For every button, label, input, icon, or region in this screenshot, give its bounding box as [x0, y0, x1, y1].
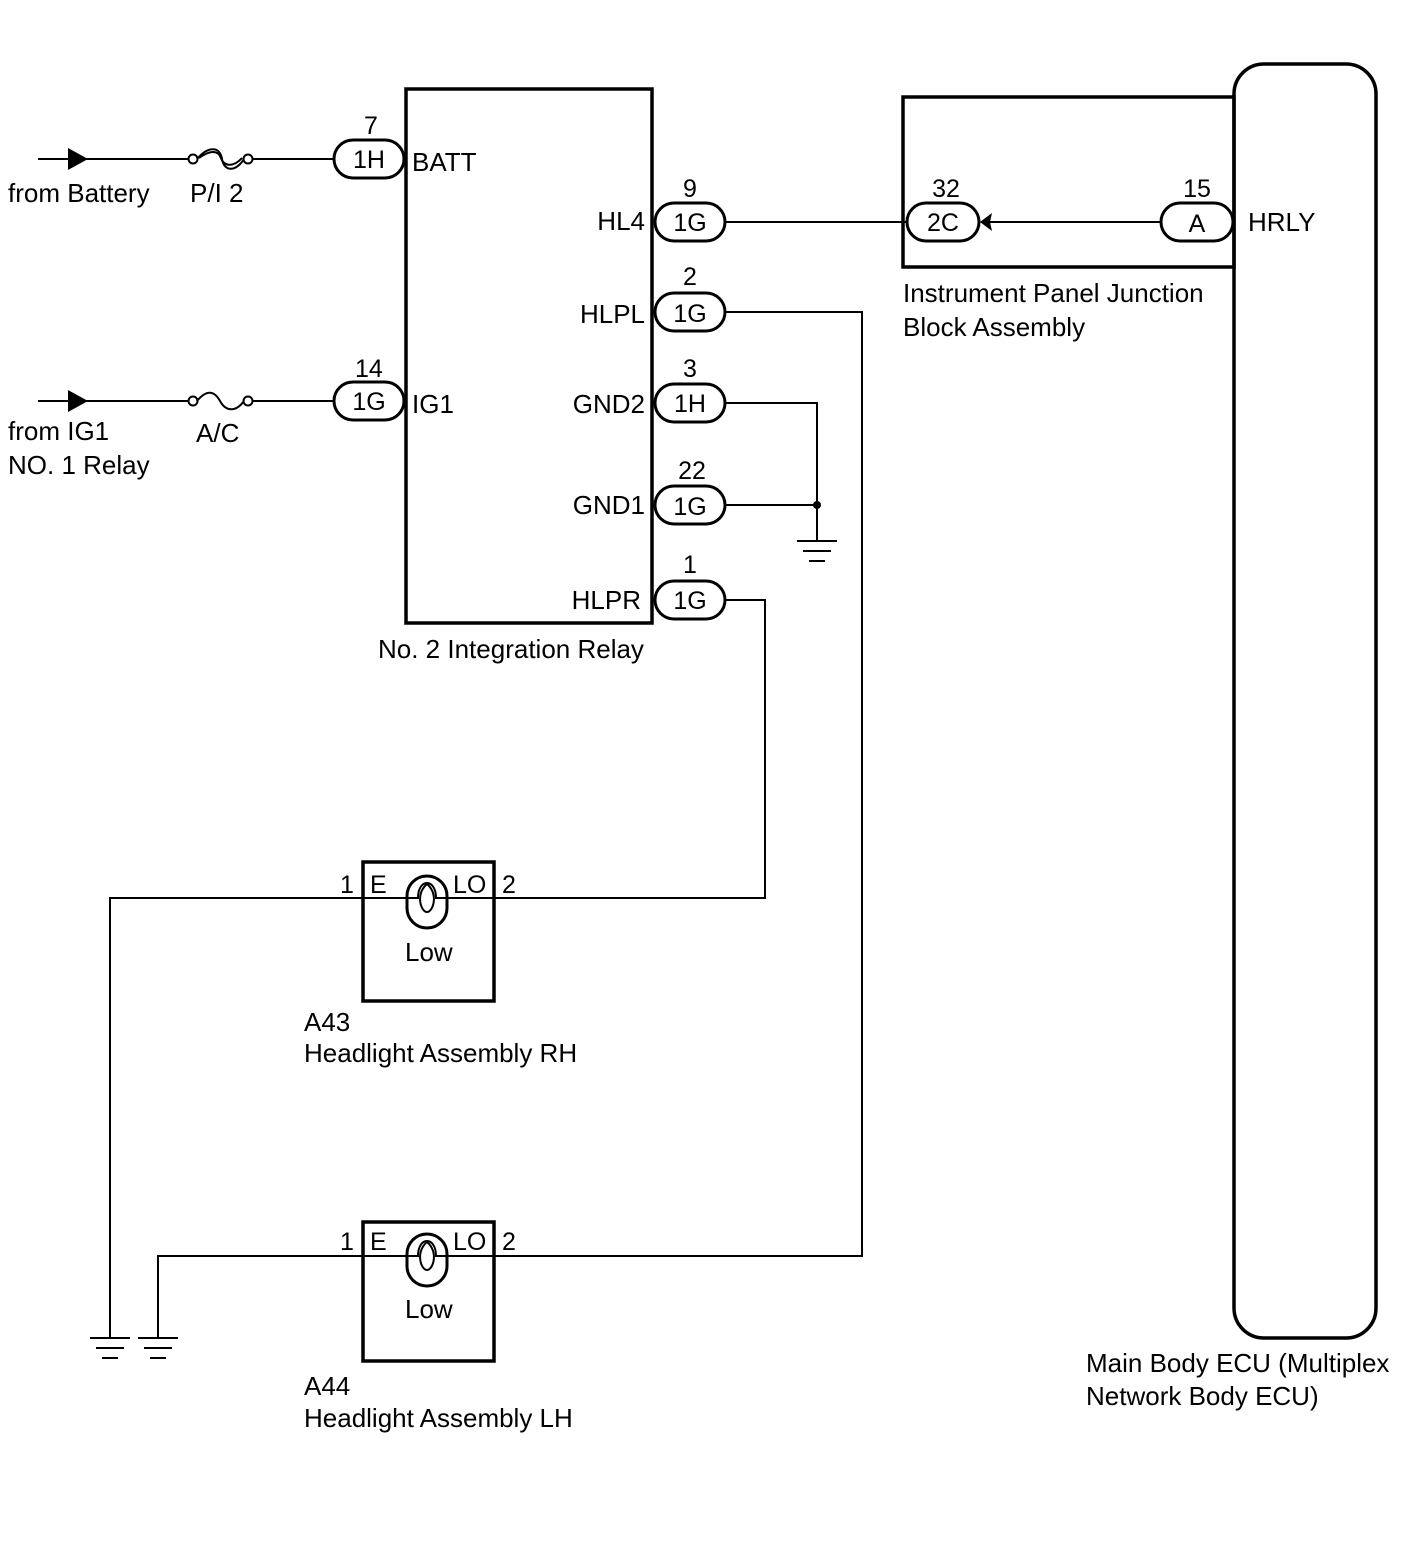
headlight-lh: 1 E LO 2 Low A44 Headlight Assembly LH: [138, 1220, 573, 1433]
headlight-lh-bulb-label: Low: [405, 1294, 453, 1324]
connector-hlpl-label: 1G: [673, 300, 706, 328]
junction-pin-number: 32: [932, 175, 960, 203]
pin-batt-label: BATT: [412, 147, 477, 177]
ecu-pin-number: 15: [1183, 175, 1211, 203]
headlight-lh-box: [361, 1220, 496, 1363]
ground-icon: [90, 1337, 130, 1359]
headlight-lh-code: A44: [304, 1371, 350, 1401]
pin-gnd1-label: GND1: [573, 490, 645, 520]
connector-a-label: A: [1189, 210, 1206, 238]
relay-wires: [494, 221, 906, 1257]
headlight-lh-pin-lo-number: 2: [502, 1228, 516, 1256]
main-body-ecu: 15 A HRLY Main Body ECU (Multiplex Netwo…: [1086, 62, 1389, 1411]
junction-block-name-2: Block Assembly: [903, 312, 1085, 342]
connector-2c: [905, 201, 981, 243]
fuse-ac-terminal-right: [242, 395, 254, 407]
fuse-pi2-terminal-left: [187, 153, 199, 165]
battery-source-label: from Battery: [8, 178, 150, 208]
headlight-rh-pin-e-label: E: [370, 871, 387, 899]
headlight-lh-pin-e-label: E: [370, 1228, 387, 1256]
headlight-rh-bulb-label: Low: [405, 937, 453, 967]
headlight-rh-code: A43: [304, 1007, 350, 1037]
battery-feed: from Battery P/I 2: [8, 148, 336, 208]
connector-arrow-icon: [980, 213, 992, 231]
connector-batt-label: 1H: [353, 146, 385, 174]
pin-ig1-label: IG1: [412, 389, 454, 419]
headlight-rh-pin-lo-number: 2: [502, 871, 516, 899]
connector-hlpr-label: 1G: [673, 587, 706, 615]
connector-2c-label: 2C: [927, 209, 959, 237]
wire-hlpl: [494, 311, 863, 1257]
pin-gnd1-number: 22: [678, 457, 706, 485]
pin-hl4-label: HL4: [597, 206, 645, 236]
pin-gnd2-label: GND2: [573, 389, 645, 419]
headlight-rh-box: [361, 860, 496, 1003]
pin-hlpr-number: 1: [683, 551, 697, 579]
arrow-icon: [68, 390, 88, 412]
headlight-lh-pin-e-number: 1: [340, 1228, 354, 1256]
junction-block: Instrument Panel Junction Block Assembly…: [901, 95, 1236, 342]
pin-hlpl-number: 2: [683, 263, 697, 291]
ground-icon: [797, 540, 837, 562]
connector-hl4-label: 1G: [673, 209, 706, 237]
fuse-ac-icon: [196, 391, 245, 411]
headlight-lh-name: Headlight Assembly LH: [304, 1403, 573, 1433]
wire-hlpr: [494, 599, 766, 899]
pin-hlpl-label: HLPL: [580, 299, 645, 329]
fuse-pi2-terminal-right: [242, 153, 254, 165]
headlight-rh-pin-lo-label: LO: [453, 871, 486, 899]
integration-relay-name: No. 2 Integration Relay: [378, 634, 644, 664]
bulb-icon: [363, 1232, 494, 1288]
integration-relay: No. 2 Integration Relay 7 1H BATT 14 1G …: [332, 87, 727, 664]
junction-block-name-1: Instrument Panel Junction: [903, 278, 1204, 308]
ground-icon: [138, 1337, 178, 1359]
ecu-name-2: Network Body ECU): [1086, 1381, 1319, 1411]
pin-ig1-number: 14: [355, 355, 383, 383]
bulb-icon: [363, 874, 494, 930]
integration-relay-box: [404, 87, 654, 625]
ecu-body: [1232, 62, 1378, 1340]
ecu-name-1: Main Body ECU (Multiplex: [1086, 1348, 1389, 1378]
headlight-rh-name: Headlight Assembly RH: [304, 1038, 577, 1068]
pin-hlpr-label: HLPR: [572, 585, 641, 615]
connector-ig1: [332, 380, 406, 422]
headlight-rh-pin-e-number: 1: [340, 871, 354, 899]
headlight-lh-pin-lo-label: LO: [453, 1228, 486, 1256]
fuse-ac-label: A/C: [196, 418, 239, 448]
arrow-icon: [68, 148, 88, 170]
pin-hl4-number: 9: [683, 175, 697, 203]
connector-batt: [332, 138, 406, 180]
connector-gnd1-label: 1G: [673, 493, 706, 521]
connector-ig1-label: 1G: [352, 388, 385, 416]
fuse-ac-terminal-left: [187, 395, 199, 407]
connector-a: [1159, 201, 1235, 243]
pin-batt-number: 7: [364, 112, 378, 140]
ig1-source-label-2: NO. 1 Relay: [8, 450, 150, 480]
fuse-pi2-label: P/I 2: [190, 178, 243, 208]
wire-gnd2: [725, 402, 818, 505]
ig1-source-label-1: from IG1: [8, 416, 109, 446]
connector-gnd2-label: 1H: [674, 390, 706, 418]
ecu-pin-label: HRLY: [1248, 207, 1315, 237]
ig1-feed: from IG1 NO. 1 Relay A/C: [8, 390, 336, 480]
headlight-rh: 1 E LO 2 Low A43 Headlight Assembly RH: [90, 860, 577, 1359]
pin-gnd2-number: 3: [683, 355, 697, 383]
